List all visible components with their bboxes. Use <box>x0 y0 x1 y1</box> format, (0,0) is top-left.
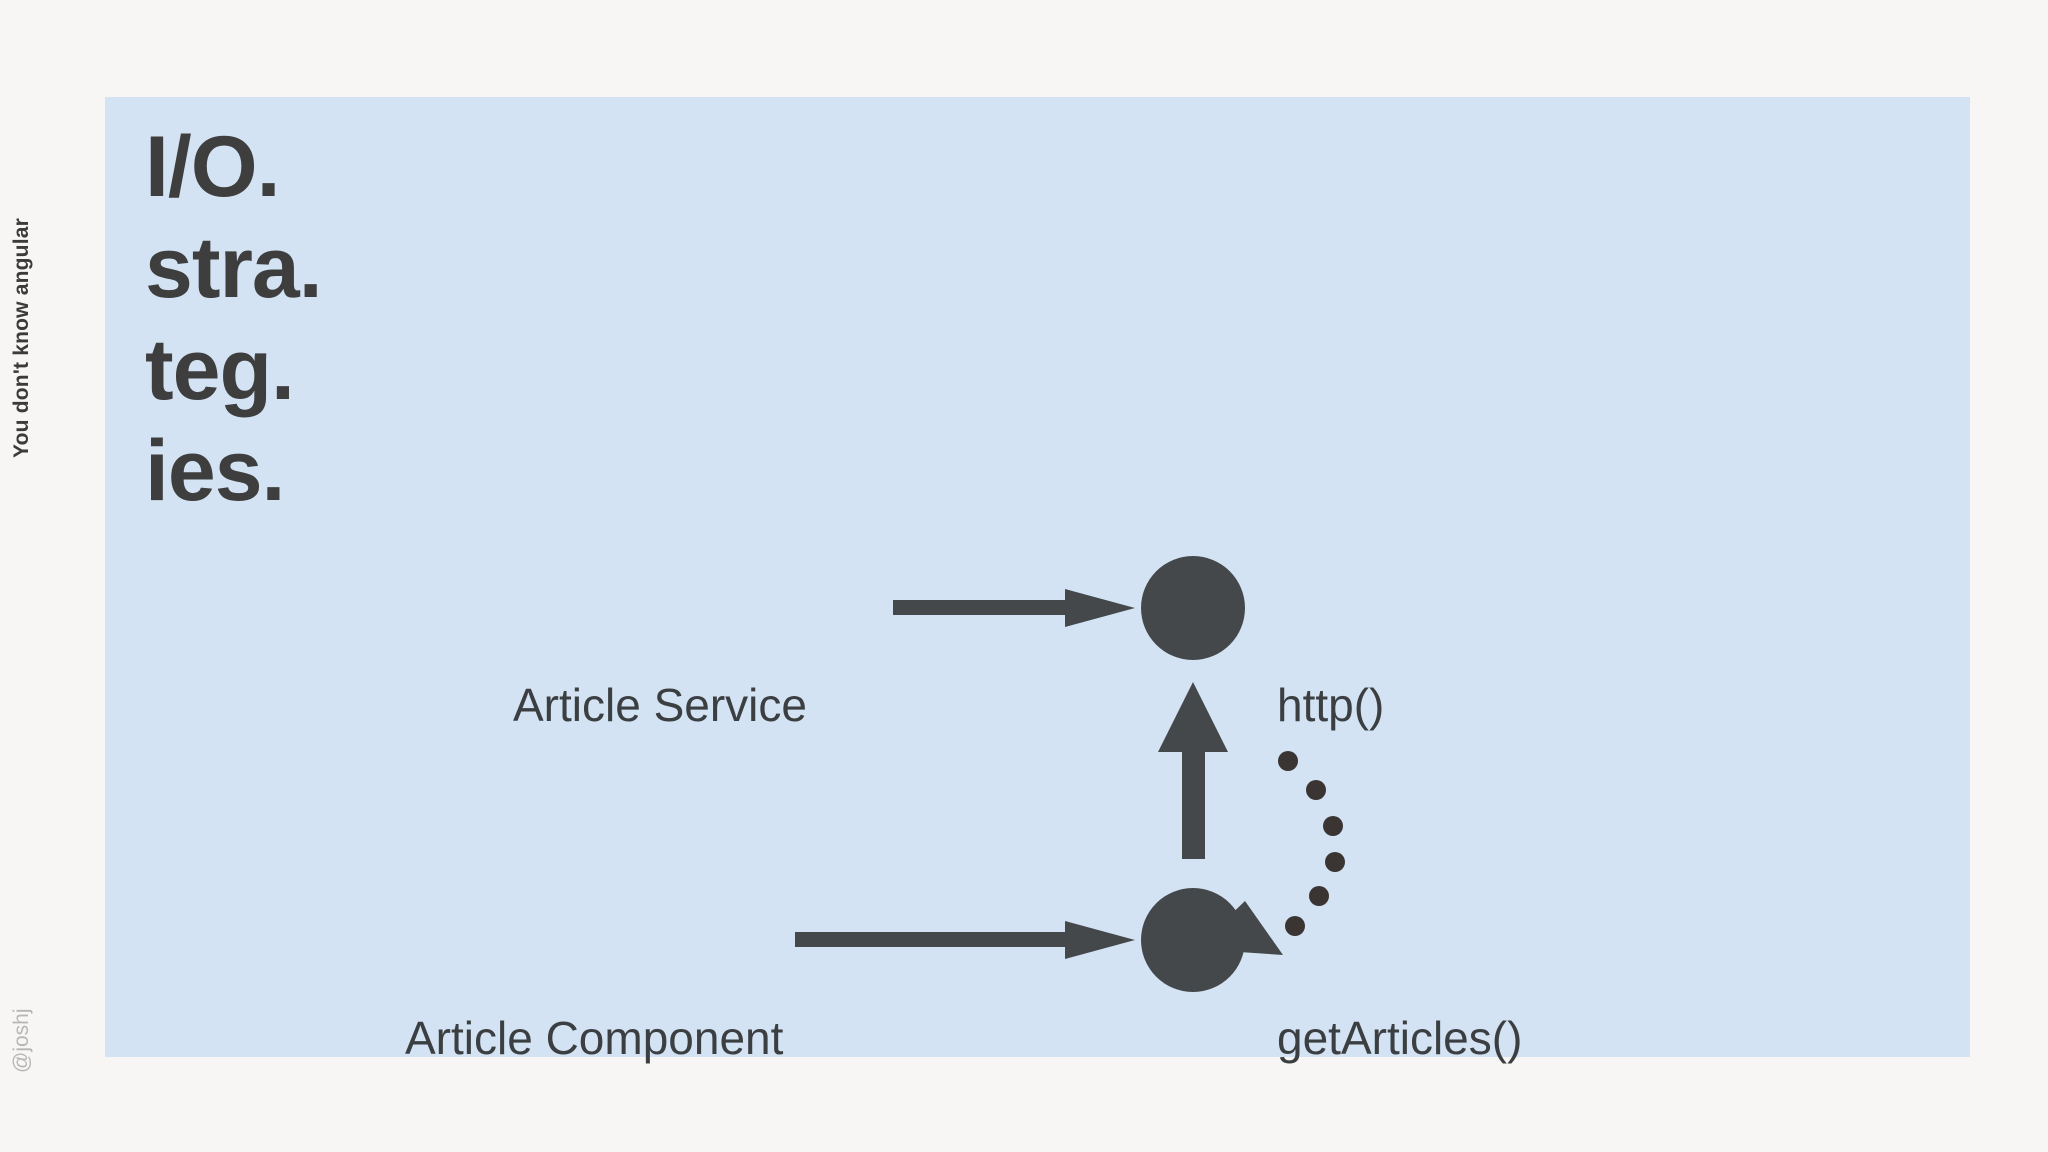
deck-author-handle: @joshj <box>10 1008 33 1073</box>
diagram-graphics <box>795 556 1345 992</box>
headline-line-4: ies. <box>145 423 285 520</box>
deck-vertical-title: You don't know angular <box>10 218 33 458</box>
headline-line-3: teg. <box>145 321 295 418</box>
upward-call-arrow-icon <box>1158 682 1228 859</box>
article-component-arrow-icon <box>795 921 1135 959</box>
get-articles-node-circle <box>1141 888 1245 992</box>
service-flow-diagram: Article Service Article Component http()… <box>105 97 1970 1061</box>
article-service-arrow-icon <box>893 589 1135 627</box>
http-node-circle <box>1141 556 1245 660</box>
headline-line-2: stra. <box>145 220 323 317</box>
method-label-http: http() <box>1277 679 1385 731</box>
method-label-get-articles: getArticles() <box>1277 1012 1523 1064</box>
slide-panel: I/O. stra. teg. ies. <box>105 97 1970 1061</box>
dotted-return-arc-icon <box>1195 751 1345 955</box>
slide-headline: I/O. stra. teg. ies. <box>145 117 323 523</box>
node-label-article-component: Article Component <box>405 1012 784 1064</box>
node-label-article-service: Article Service <box>513 679 807 731</box>
headline-line-1: I/O. <box>145 119 281 215</box>
